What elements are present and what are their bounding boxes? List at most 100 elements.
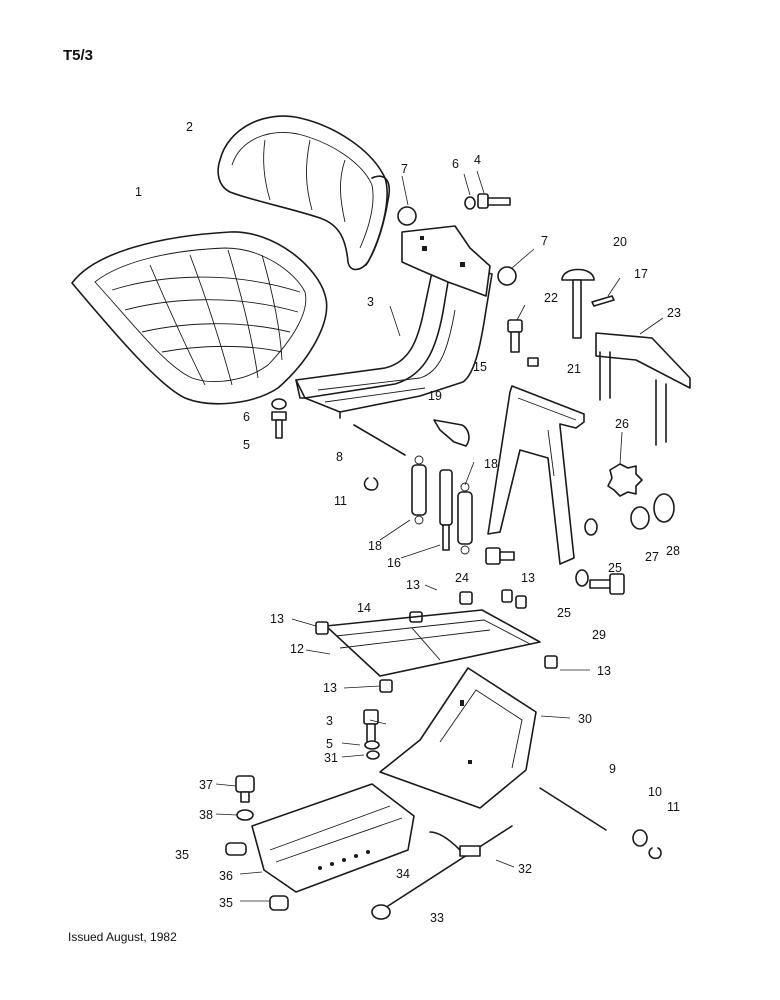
backrest-cushion	[217, 115, 390, 271]
callout-23: 23	[667, 306, 681, 320]
bushing-27	[630, 506, 650, 530]
callout-5: 5	[243, 438, 250, 452]
callout-numbers: 1 2 3 3 4 5 5 6 6 7 7 8 9 10 11 11 12 13…	[135, 120, 681, 925]
callout-15: 15	[473, 360, 487, 374]
callout-29: 29	[592, 628, 606, 642]
bushing-24	[459, 591, 473, 605]
callout-3: 3	[367, 295, 374, 309]
callout-31: 31	[324, 751, 338, 765]
bolt-upright	[485, 547, 515, 565]
callout-8: 8	[336, 450, 343, 464]
washer-25-lower	[575, 569, 589, 587]
adjust-rod-34	[387, 825, 513, 907]
clip-11-upper	[363, 477, 379, 491]
star-knob-26	[607, 463, 643, 497]
callout-6: 6	[243, 410, 250, 424]
callout-20: 20	[613, 235, 627, 249]
callout-13: 13	[270, 612, 284, 626]
callout-19: 19	[428, 389, 442, 403]
callout-13: 13	[323, 681, 337, 695]
callout-18: 18	[368, 539, 382, 553]
rod-knob-33	[371, 904, 391, 920]
leader-lines	[215, 170, 664, 902]
callout-2: 2	[186, 120, 193, 134]
callout-28: 28	[666, 544, 680, 558]
callout-34: 34	[396, 867, 410, 881]
callout-36: 36	[219, 869, 233, 883]
bolt-4	[477, 193, 511, 209]
spacer-35-upper	[225, 842, 247, 856]
seat-frame	[295, 269, 493, 419]
callout-4: 4	[474, 153, 481, 167]
knob-7-lower	[497, 266, 517, 286]
washer-6-bottom	[271, 398, 287, 410]
callout-38: 38	[199, 808, 213, 822]
callout-1: 1	[135, 185, 142, 199]
callout-13: 13	[597, 664, 611, 678]
washer-31	[366, 750, 380, 760]
callout-5: 5	[326, 737, 333, 751]
clip-11-lower	[648, 847, 662, 860]
spring-18-left	[411, 455, 427, 525]
upright-frame	[487, 385, 585, 565]
mounting-plate	[401, 225, 491, 297]
callout-7: 7	[541, 234, 548, 248]
spacer-35-lower	[269, 895, 289, 911]
callout-35: 35	[175, 848, 189, 862]
callout-25: 25	[608, 561, 622, 575]
spring-18-right	[457, 482, 473, 555]
callout-16: 16	[387, 556, 401, 570]
slide-plate-36	[251, 783, 415, 893]
cross-frame-12	[315, 609, 558, 693]
pin-17	[591, 295, 615, 307]
bolt-5	[271, 411, 287, 439]
bolt-29	[589, 573, 625, 595]
callout-13: 13	[521, 571, 535, 585]
lever-15	[433, 419, 470, 447]
seat-cushion	[71, 231, 328, 405]
callout-13: 13	[406, 578, 420, 592]
callout-37: 37	[199, 778, 213, 792]
bolt-3-lower	[363, 709, 379, 743]
callout-11: 11	[334, 494, 347, 508]
base-bracket-30	[379, 667, 537, 809]
callout-21: 21	[567, 362, 581, 376]
washer-6-top	[464, 196, 476, 210]
callout-7: 7	[401, 162, 408, 176]
callout-24: 24	[455, 571, 469, 585]
callout-18: 18	[484, 457, 498, 471]
callout-22: 22	[544, 291, 558, 305]
pin-rod-8	[353, 424, 406, 456]
knob-7-upper	[397, 206, 417, 226]
handle-20	[561, 268, 595, 339]
callout-17: 17	[634, 267, 648, 281]
page-code: T5/3	[63, 47, 93, 64]
callout-26: 26	[615, 417, 629, 431]
callout-10: 10	[648, 785, 662, 799]
bushing-28	[653, 493, 675, 523]
callout-3: 3	[326, 714, 333, 728]
damper-16	[439, 469, 453, 551]
callout-33: 33	[430, 911, 444, 925]
callout-27: 27	[645, 550, 659, 564]
callout-32: 32	[518, 862, 532, 876]
bushing-13-upper	[501, 589, 513, 603]
washer-38	[236, 809, 254, 821]
washer-10	[632, 829, 648, 847]
callout-30: 30	[578, 712, 592, 726]
callout-25: 25	[557, 606, 571, 620]
bolt-37	[235, 775, 255, 803]
callout-11: 11	[667, 800, 680, 814]
callout-12: 12	[290, 642, 304, 656]
issued-date: Issued August, 1982	[68, 930, 177, 944]
screw-22	[507, 319, 523, 353]
callout-14: 14	[357, 601, 371, 615]
washer-5-lower	[364, 740, 380, 750]
callout-6: 6	[452, 157, 459, 171]
u-bracket-23	[595, 332, 691, 446]
bushing-13-upper-b	[515, 595, 527, 609]
callout-9: 9	[609, 762, 616, 776]
rod-9	[539, 787, 607, 831]
nut-22	[527, 357, 539, 367]
